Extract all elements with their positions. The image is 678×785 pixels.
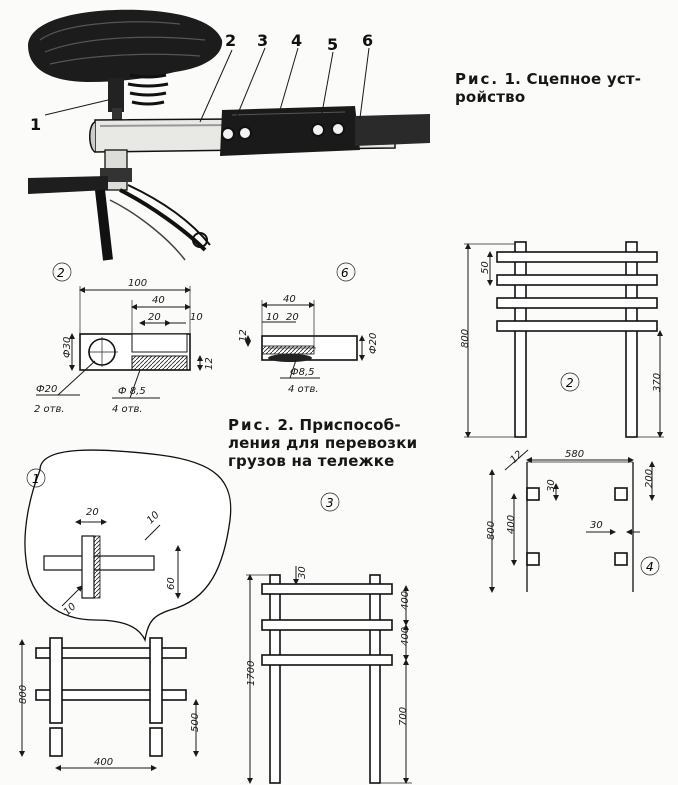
frame1-h500: 500 — [190, 713, 201, 732]
dim-20: 20 — [148, 312, 161, 323]
p6-dim-10: 10 — [266, 312, 279, 323]
photo-label-3: 3 — [257, 31, 268, 50]
frame-2-marker: 2 — [566, 376, 574, 390]
coupling-illustration — [28, 9, 430, 261]
bubble-1-marker: 1 — [32, 472, 40, 486]
frame2-d50: 50 — [480, 261, 491, 274]
fig2-prefix: Рис. — [228, 416, 273, 434]
hole-f20: Ф20 — [36, 384, 57, 395]
dim-f30: Ф30 — [62, 337, 73, 358]
hole-f85-count: 4 отв. — [112, 404, 143, 415]
figure-1-caption: Рис. 1. Сцепное уст-ройство — [455, 70, 660, 106]
fig1-prefix: Рис. — [455, 70, 500, 88]
frame2-h370: 370 — [652, 373, 663, 392]
fig1-text: Сцепное уст-ройство — [455, 70, 642, 106]
p6-dim-f20: Ф20 — [368, 333, 379, 354]
fig2-text: Приспособ-ления для перевозки грузов на … — [228, 416, 418, 470]
detail-bubble-1: 1 20 10 60 10 — [24, 449, 232, 643]
frame-4-drawing: 4 580 12 30 200 400 800 30 — [486, 449, 660, 593]
p6-dim-12: 12 — [238, 329, 249, 342]
frame4-h800: 800 — [486, 521, 497, 540]
frame2-h800: 800 — [460, 329, 471, 348]
frame3-d30: 30 — [297, 566, 308, 579]
hole-f20-count: 2 отв. — [34, 404, 65, 415]
dim-100: 100 — [128, 278, 147, 289]
part-6-drawing: 6 40 10 20 12 Ф20 Ф8,5 4 отв. — [238, 262, 379, 395]
frame-3-drawing: 3 1700 30 400 400 700 — [246, 492, 412, 784]
frame-2-drawing: 2 800 50 370 — [460, 241, 664, 438]
bubble-dim-20: 20 — [86, 507, 99, 518]
photo-label-1: 1 — [30, 115, 41, 134]
photo-label-2: 2 — [225, 31, 236, 50]
frame4-w580: 580 — [565, 449, 584, 460]
frame4-d30b: 30 — [590, 520, 603, 531]
frame3-d400a: 400 — [400, 591, 411, 610]
part-2-marker: 2 — [57, 266, 65, 280]
photo-label-4: 4 — [291, 31, 302, 50]
p6-dim-40: 40 — [283, 294, 296, 305]
frame4-d200: 200 — [644, 469, 655, 488]
dim-40: 40 — [152, 295, 165, 306]
photo-label-6: 6 — [362, 31, 373, 50]
frame4-d12: 12 — [508, 449, 525, 466]
frame4-d30a: 30 — [546, 479, 557, 492]
fig1-number: 1. — [504, 70, 522, 88]
p6-hole-count: 4 отв. — [288, 384, 319, 395]
p6-dim-20: 20 — [286, 312, 299, 323]
frame1-w400: 400 — [94, 757, 113, 768]
fig2-number: 2. — [277, 416, 295, 434]
part-2-drawing: 2 100 40 20 10 Ф30 — [34, 262, 215, 415]
frame-1-drawing: 800 500 400 — [18, 637, 201, 771]
hole-f85: Ф 8,5 — [118, 386, 146, 397]
bubble-dim-60: 60 — [166, 577, 177, 590]
frame-4-marker: 4 — [646, 560, 654, 574]
figure-2-caption: Рис. 2. Приспособ-ления для перевозки гр… — [228, 416, 418, 470]
photo-label-5: 5 — [327, 35, 338, 54]
frame3-h1700: 1700 — [246, 661, 257, 686]
part-6-marker: 6 — [341, 266, 349, 280]
p6-hole-f85: Ф8,5 — [290, 367, 315, 378]
frame1-h800: 800 — [18, 685, 29, 704]
frame3-d400b: 400 — [400, 627, 411, 646]
frame-3-marker: 3 — [326, 496, 334, 510]
frame3-h700: 700 — [398, 707, 409, 726]
photo-labels: 1 2 3 4 5 6 — [30, 31, 373, 134]
dim-10: 10 — [190, 312, 203, 323]
frame4-d400: 400 — [506, 515, 517, 534]
dim-12: 12 — [204, 357, 215, 370]
